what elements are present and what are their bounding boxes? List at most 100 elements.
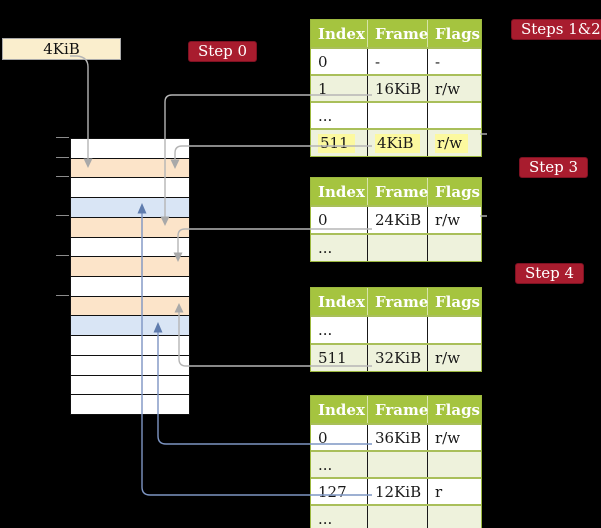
cell-flags [427, 235, 481, 261]
memory-cell-table [71, 296, 189, 317]
table-row: 0 24KiB r/w [311, 205, 481, 233]
cell-frame: 4KiB [367, 130, 427, 156]
memory-cell-mapped [71, 198, 189, 218]
badge-step-3: Step 3 [519, 157, 589, 178]
column-header-flags: Flags [427, 288, 481, 315]
highlight-mark: 511 [318, 133, 355, 153]
memory-cell-free [71, 178, 189, 199]
cell-index: 127 [318, 482, 347, 501]
page-table-step-4: Index Frame Flags ... 511 32KiB r/w [310, 287, 482, 372]
cell-flags: r/w [427, 207, 481, 233]
column-header-flags: Flags [427, 396, 481, 423]
cell-index: ... [318, 239, 333, 257]
memory-cell-free [71, 237, 189, 258]
cell-index: 511 [318, 349, 347, 367]
page-table-step-3: Index Frame Flags 0 24KiB r/w ... [310, 177, 482, 262]
table-row: 511 32KiB r/w [311, 343, 481, 371]
cell-frame [367, 103, 427, 128]
cell-flags: r/w [427, 130, 481, 156]
cell-flags: r [427, 479, 481, 504]
column-header-flags: Flags [427, 20, 481, 47]
column-header-frame: Frame [367, 20, 428, 47]
memory-cell-table [71, 158, 189, 179]
memory-cell-free [71, 395, 189, 415]
column-header-index: Index [318, 400, 365, 419]
table-header-row: Index Frame Flags [311, 20, 481, 47]
cell-index: 511 [311, 130, 367, 156]
cell-frame [367, 317, 427, 343]
table-row: 0 - - [311, 47, 481, 74]
table-row: ... [311, 450, 481, 477]
badge-step-4: Step 4 [515, 263, 585, 284]
table-row-highlighted: 511 4KiB r/w [311, 128, 481, 156]
page-table-steps-1-2: Index Frame Flags 0 - - 1 16KiB r/w ... … [310, 19, 482, 157]
memory-cell-free [71, 277, 189, 297]
cell-index: 0 [318, 211, 328, 229]
cell-flags [427, 317, 481, 343]
cell-frame: 36KiB [367, 425, 427, 450]
badge-steps-1-2: Steps 1&2 [511, 19, 601, 40]
table-header-row: Index Frame Flags [311, 396, 481, 423]
cell-index: 1 [318, 79, 328, 98]
table-header-row: Index Frame Flags [311, 178, 481, 205]
cell-frame [367, 506, 427, 528]
badge-steps-1-2-label: Steps 1&2 [521, 20, 601, 38]
memory-tick [56, 215, 69, 216]
highlight-mark: 4KiB [375, 133, 420, 153]
column-header-flags: Flags [427, 178, 481, 205]
column-header-frame: Frame [367, 288, 428, 315]
table-header-row: Index Frame Flags [311, 288, 481, 315]
highlight-mark: r/w [435, 133, 469, 153]
table-row: ... [311, 233, 481, 261]
cell-frame: 12KiB [367, 479, 427, 504]
column-header-index: Index [318, 24, 365, 43]
memory-tick [56, 157, 69, 158]
badge-step-4-label: Step 4 [525, 264, 575, 282]
badge-step-3-label: Step 3 [529, 158, 579, 176]
memory-tick [56, 255, 69, 256]
badge-step-0-label: Step 0 [198, 42, 248, 60]
badge-step-0: Step 0 [188, 41, 258, 62]
column-header-frame: Frame [367, 396, 428, 423]
cell-flags: r/w [427, 425, 481, 450]
frame-address-label: 4KiB [43, 40, 80, 58]
cell-index: 0 [318, 52, 328, 71]
cell-index: ... [318, 106, 333, 125]
memory-cell-free [71, 375, 189, 396]
column-header-frame: Frame [367, 178, 428, 205]
memory-cell-free [71, 355, 189, 376]
cell-flags: r/w [427, 76, 481, 101]
memory-cell-table [71, 217, 189, 238]
memory-cell-free [71, 139, 189, 159]
frame-address-box: 4KiB [2, 38, 121, 60]
cell-frame [367, 452, 427, 477]
cell-flags [427, 103, 481, 128]
memory-tick [56, 137, 69, 138]
table-row: ... [311, 504, 481, 528]
cell-frame: 24KiB [367, 207, 427, 233]
cell-index: ... [318, 509, 333, 528]
cell-index: ... [318, 455, 333, 474]
page-table-final-level: Index Frame Flags 0 36KiB r/w ... 127 12… [310, 395, 482, 528]
table-row: 0 36KiB r/w [311, 423, 481, 450]
memory-cell-free [71, 336, 189, 356]
memory-cell-table [71, 257, 189, 278]
table-row: ... [311, 315, 481, 343]
cell-flags [427, 452, 481, 477]
memory-cell-mapped [71, 316, 189, 337]
memory-tick [56, 295, 69, 296]
cell-flags: - [427, 49, 481, 74]
memory-tick [56, 176, 69, 177]
cell-frame: 16KiB [367, 76, 427, 101]
cell-index: 0 [318, 428, 328, 447]
cell-index: ... [318, 321, 333, 339]
column-header-index: Index [318, 182, 365, 201]
table-row: ... [311, 101, 481, 128]
cell-frame: - [367, 49, 427, 74]
cell-frame [367, 235, 427, 261]
cell-flags [427, 506, 481, 528]
cell-flags: r/w [427, 345, 481, 371]
column-header-index: Index [318, 292, 365, 311]
table-row: 127 12KiB r [311, 477, 481, 504]
